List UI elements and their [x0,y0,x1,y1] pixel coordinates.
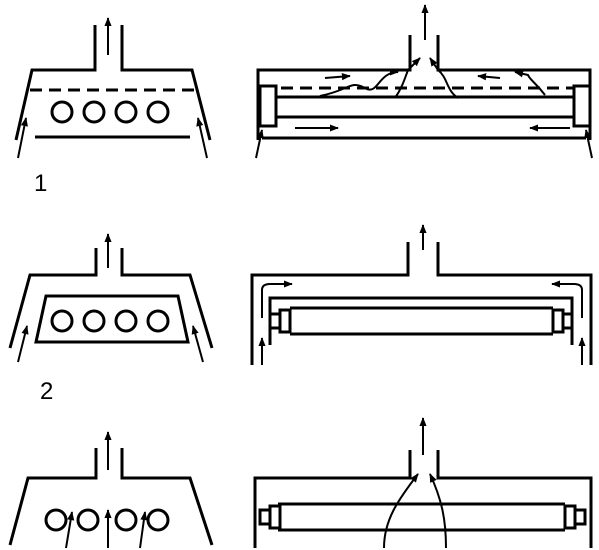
fig1-lamp [82,100,106,124]
fig2-airflow-arrows [17,233,204,363]
fig3-long-airflow-arrows [383,417,447,549]
fig2-inner-tray [268,296,574,345]
fig2-lamp [82,309,106,333]
fig3-airflow-arrows [65,431,148,549]
fig1-lampholder-right [572,84,592,128]
fig2-long-airflow-arrows [258,224,586,365]
fig2-lamp [50,309,74,333]
convection-wavy [514,70,546,96]
flow-arrow [477,73,501,81]
convection-wavy [394,57,421,99]
fig3-housing-left [8,448,98,546]
fig2-longitudinal [250,242,593,365]
fig2-lamp [114,309,138,333]
fig3-long-housing-left [253,450,412,548]
fig3-lamp [146,508,170,532]
flow-arrow [324,73,351,81]
fig1-lamp [146,100,170,124]
fig1-airflow-arrows [17,17,208,159]
convection-arc [429,473,447,549]
fig3-lamp [76,508,100,532]
fig1-housing-outline-right [120,25,212,141]
fig3-longitudinal [253,450,593,548]
fig1-housing-outline [14,25,97,141]
fig3-lamp [114,508,138,532]
fig2-cross-section [8,248,214,349]
fig2-inner-trapezoid [34,294,190,344]
fig2-lampholder-left-cap [278,308,292,334]
fig2-lampholder-right-cap [551,308,565,334]
intake-arrow [191,325,204,363]
fig2-housing-left [8,248,98,349]
fig1-long-housing-left [256,35,412,140]
fig2-long-housing-right [436,242,593,365]
intake-arrow [584,129,593,159]
intake-arrow [196,117,208,159]
figure-label-1: 1 [34,170,48,197]
fig1-cross-section [14,25,212,141]
side-flow-arrow [261,280,293,318]
side-flow-arrow [551,280,583,318]
convection-arc [383,473,419,549]
intake-arrow [139,511,148,549]
fig1-lamp [50,100,74,124]
intake-arrow [17,325,29,363]
fig1-long-airflow-arrows [255,4,593,159]
convection-wavy [429,57,459,99]
fig1-lampholder-left [258,84,278,128]
intake-arrow [17,117,28,159]
fig2-housing-right [120,248,214,349]
fig3-lamp [44,508,68,532]
intake-arrow [65,511,75,549]
fig3-lampholder-left-cap [268,504,282,530]
fig2-long-housing-left [250,242,410,365]
fig2-lamp [146,309,170,333]
fig3-housing-right [120,448,214,546]
fig1-lamp [114,100,138,124]
fig3-cross-section [8,448,214,546]
figure-label-2: 2 [40,378,54,405]
fig3-lampholder-right-cap [563,504,577,530]
fig3-long-housing-right [436,450,593,548]
fig1-longitudinal [256,35,592,140]
convection-wavy [319,68,399,97]
intake-arrow [255,129,264,159]
